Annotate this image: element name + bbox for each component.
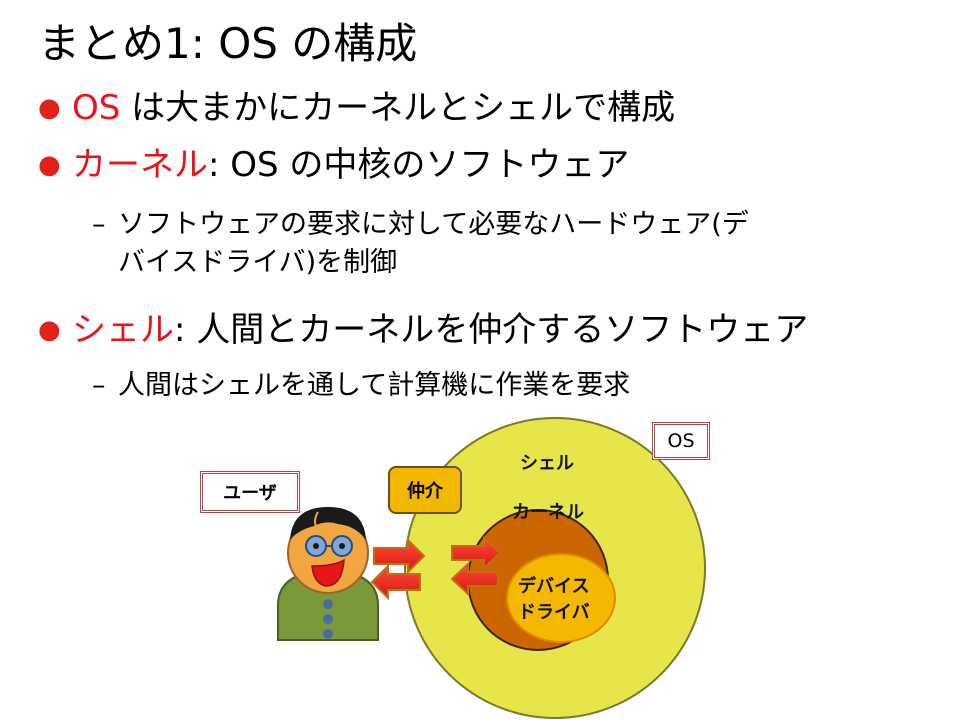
- arrow-left-icon: [450, 561, 499, 597]
- bullet-text: : OS の中核のソフトウェア: [208, 145, 630, 185]
- bullet-highlight: カーネル: [72, 145, 208, 185]
- bullet-text: : 人間とカーネルを仲介するソフトウェア: [174, 310, 809, 350]
- sub-line: バイスドライバ)を制御: [118, 247, 398, 278]
- bullet-os: ● OS は大まかにカーネルとシェルで構成: [38, 88, 676, 128]
- arrow-left-icon: [370, 563, 421, 601]
- page-title: まとめ1: OS の構成: [38, 19, 418, 68]
- user-label-box: ユーザ: [200, 471, 300, 513]
- shell-label: シェル: [520, 453, 574, 474]
- sub-bullet-shell: – 人間はシェルを通して計算機に作業を要求: [92, 367, 918, 405]
- dash: –: [92, 209, 106, 240]
- sub-line: ソフトウェアの要求に対して必要なハードウェア(デ: [118, 209, 749, 240]
- os-label-box: OS: [652, 422, 710, 460]
- mediate-tag: 仲介: [388, 466, 462, 514]
- bullet-kernel: ● カーネル: OS の中核のソフトウェア: [38, 145, 630, 185]
- arrow-right-icon: [451, 535, 502, 571]
- arrow-right-icon: [373, 537, 426, 575]
- driver-label: デバイス ドライバ: [518, 574, 590, 626]
- bullet-dot-icon: ●: [38, 150, 61, 180]
- sub-line: 人間はシェルを通して計算機に作業を要求: [118, 370, 631, 401]
- kernel-label: カーネル: [512, 502, 584, 523]
- sub-bullet-kernel: – ソフトウェアの要求に対して必要なハードウェア(デ バイスドライバ)を制御: [92, 206, 918, 282]
- user-figure-icon: [277, 507, 379, 641]
- bullet-text: は大まかにカーネルとシェルで構成: [120, 88, 676, 128]
- bullet-dot-icon: ●: [38, 93, 61, 123]
- dash: –: [92, 370, 106, 401]
- driver-label-line: ドライバ: [518, 602, 590, 623]
- driver-label-line: デバイス: [518, 576, 590, 597]
- bullet-highlight: OS: [72, 88, 121, 128]
- bullet-dot-icon: ●: [38, 315, 61, 345]
- bullet-highlight: シェル: [72, 310, 174, 350]
- bullet-shell: ● シェル: 人間とカーネルを仲介するソフトウェア: [38, 310, 809, 350]
- driver-ellipse: [506, 553, 616, 643]
